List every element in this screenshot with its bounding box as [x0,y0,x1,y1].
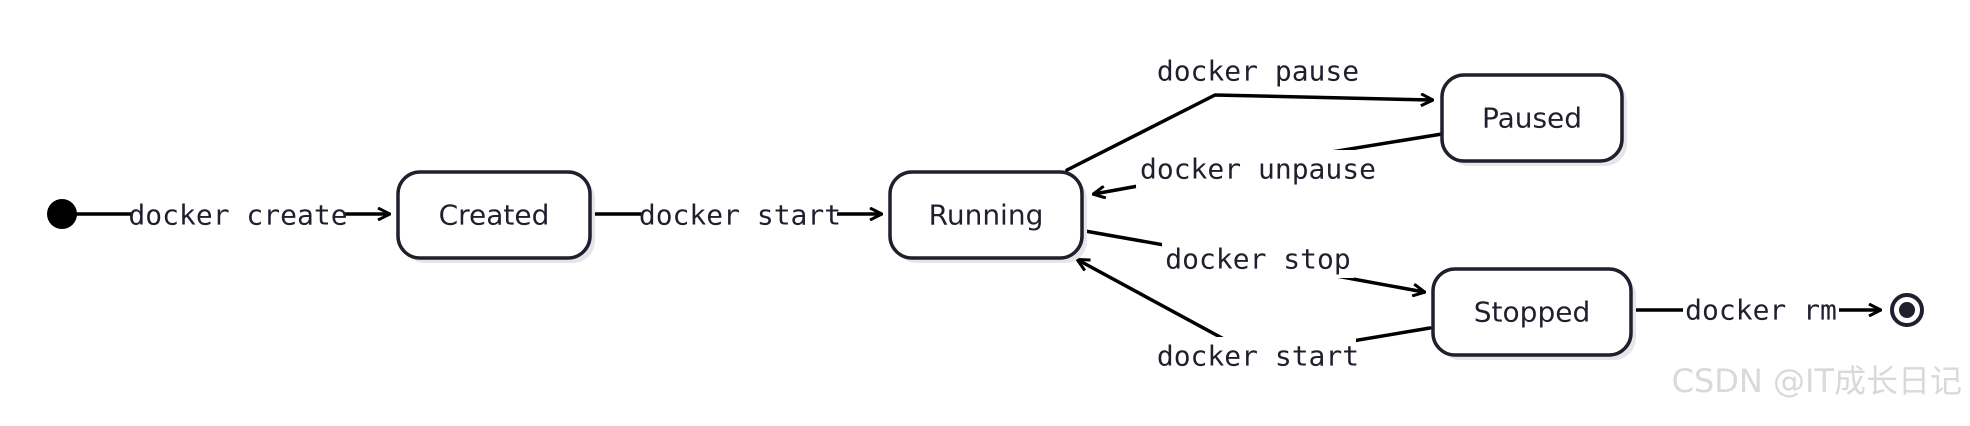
initial-state-dot [47,199,77,229]
final-state-marker [1890,293,1924,327]
state-paused-label: Paused [1482,102,1582,135]
watermark: CSDN @IT成长日记 [1672,362,1962,400]
label-restart-group: docker start [1157,337,1359,375]
state-stopped-label: Stopped [1474,296,1590,329]
edge-label-pause: docker pause [1157,55,1359,88]
label-stop-group: docker stop [1162,240,1354,278]
label-rm-group: docker rm [1683,291,1839,329]
edge-label-create: docker create [128,199,347,232]
state-running: Running [888,170,1087,263]
edge-label-restart: docker start [1157,340,1359,373]
state-paused: Paused [1440,73,1627,166]
state-stopped: Stopped [1431,267,1636,360]
label-start-group: docker start [639,196,841,234]
edge-label-stop: docker stop [1165,243,1350,276]
edge-label-unpause: docker unpause [1140,153,1376,186]
label-unpause-group: docker unpause [1136,150,1380,188]
edge-label-start: docker start [639,199,841,232]
label-pause-group: docker pause [1155,52,1361,90]
state-created: Created [396,170,595,263]
edge-pause [1065,95,1432,172]
label-create-group: docker create [128,196,348,234]
edge-label-rm: docker rm [1685,294,1837,327]
state-created-label: Created [439,199,550,232]
state-running-label: Running [929,199,1044,232]
